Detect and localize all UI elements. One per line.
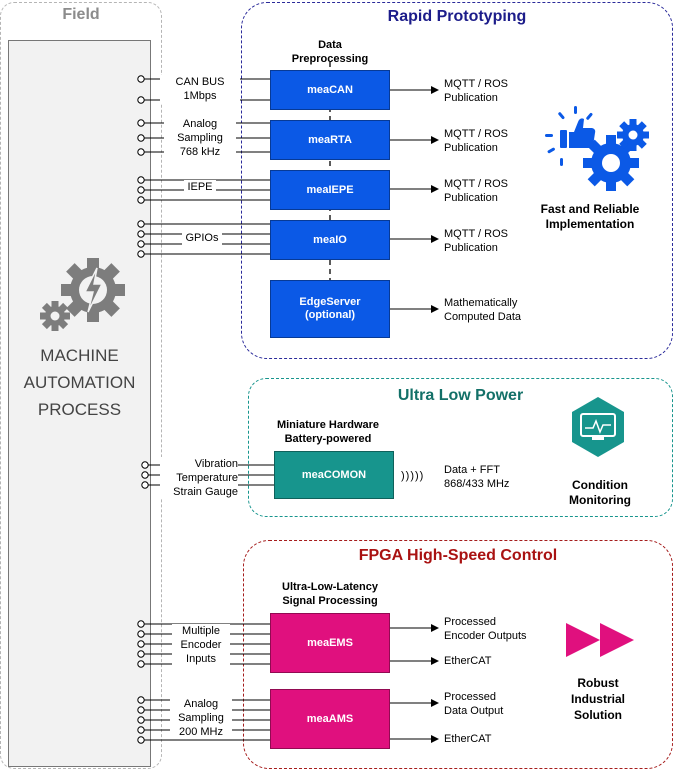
mearta-output-label: MQTT / ROS Publication [444,128,508,154]
meaiepe-output-label: MQTT / ROS Publication [444,178,508,204]
rapid-prototyping-title: Rapid Prototyping [387,8,527,25]
ultra-low-latency-label: Ultra-Low-Latency Signal Processing [282,581,378,607]
meaio-output-label: MQTT / ROS Publication [444,228,508,254]
meaams-output-processed: Processed Data Output [444,691,504,717]
meacan-inputs-label: CAN BUS 1Mbps [160,75,240,103]
meaams-output-ethercat: EtherCAT [444,733,492,745]
machine-process-label: MACHINE AUTOMATION PROCESS [23,346,136,419]
meaams-inputs-label: Analog Sampling 200 MHz [170,697,232,739]
meaems-inputs-label: Multiple Encoder Inputs [172,624,230,666]
meacan-module: meaCAN [270,70,390,110]
machine-block [8,40,151,767]
meaems-module: meaEMS [270,613,390,673]
meaiepe-module: meaIEPE [270,170,390,210]
meaio-inputs-label: GPIOs [182,231,222,245]
robust-industrial-label: Robust Industrial Solution [570,676,625,722]
mearta-inputs-label: Analog Sampling 768 kHz [164,117,236,159]
preprocessing-label: Data Preprocessing [291,39,369,65]
field-panel [0,2,162,769]
meaio-module: meaIO [270,220,390,260]
meacan-output-label: MQTT / ROS Publication [444,78,508,104]
meaems-output-processed: Processed Encoder Outputs [444,616,527,642]
ultra-low-power-title: Ultra Low Power [397,387,524,404]
condition-monitoring-label: Condition Monitoring [569,478,631,507]
fast-reliable-label: Fast and Reliable Implementation [540,202,640,231]
mearta-module: meaRTA [270,120,390,160]
meaiepe-inputs-label: IEPE [184,180,216,194]
edgeserver-output-label: Mathematically Computed Data [444,297,522,323]
miniature-hardware-label: Miniature Hardware Battery-powered [276,419,380,445]
meacomon-inputs-label: Vibration Temperature Strain Gauge [160,457,238,499]
ultra-low-power-panel [248,378,673,517]
meacomon-output-label: Data + FFT 868/433 MHz [444,464,510,490]
edgeserver-module: EdgeServer (optional) [270,280,390,338]
wireless-signal-icon: ))))) [401,470,425,482]
meaams-module: meaAMS [270,689,390,749]
meacomon-module: meaCOMON [274,451,394,499]
meaems-output-ethercat: EtherCAT [444,655,492,667]
field-title: Field [62,6,100,23]
fpga-title: FPGA High-Speed Control [358,547,558,564]
